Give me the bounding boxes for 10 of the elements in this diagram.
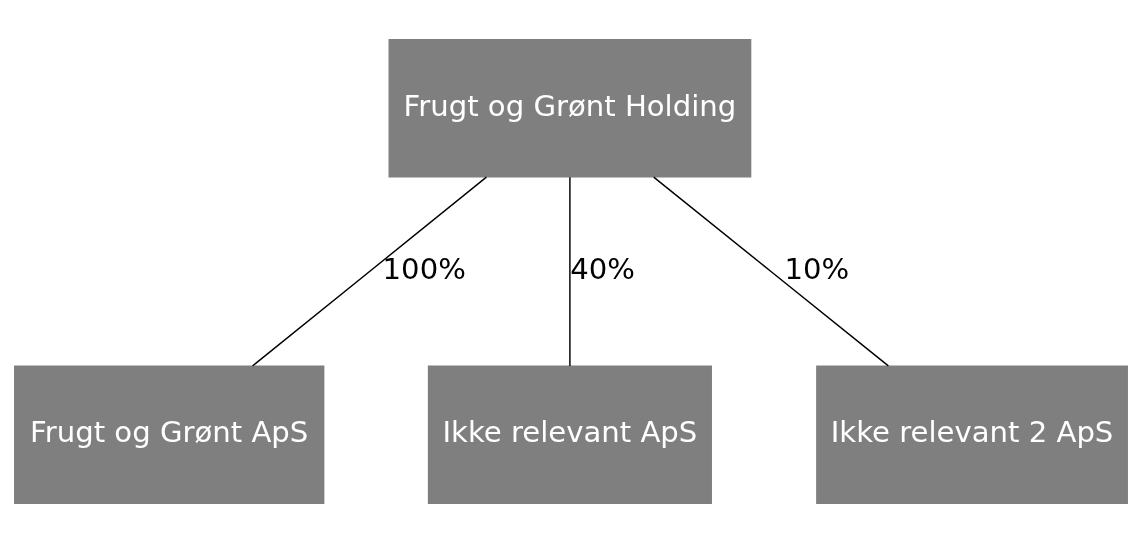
node-box: Frugt og Grønt Holding — [388, 38, 752, 177]
edge-label: 40% — [570, 251, 636, 286]
connector — [653, 175, 890, 367]
edge-label: 100% — [382, 251, 466, 286]
edge-label: 10% — [784, 251, 850, 286]
node-box: Ikke relevant ApS — [427, 364, 712, 504]
node-box: Frugt og Grønt ApS — [14, 364, 325, 504]
connector — [569, 175, 571, 367]
node-box: Ikke relevant 2 ApS — [816, 364, 1128, 504]
connector — [251, 175, 488, 367]
